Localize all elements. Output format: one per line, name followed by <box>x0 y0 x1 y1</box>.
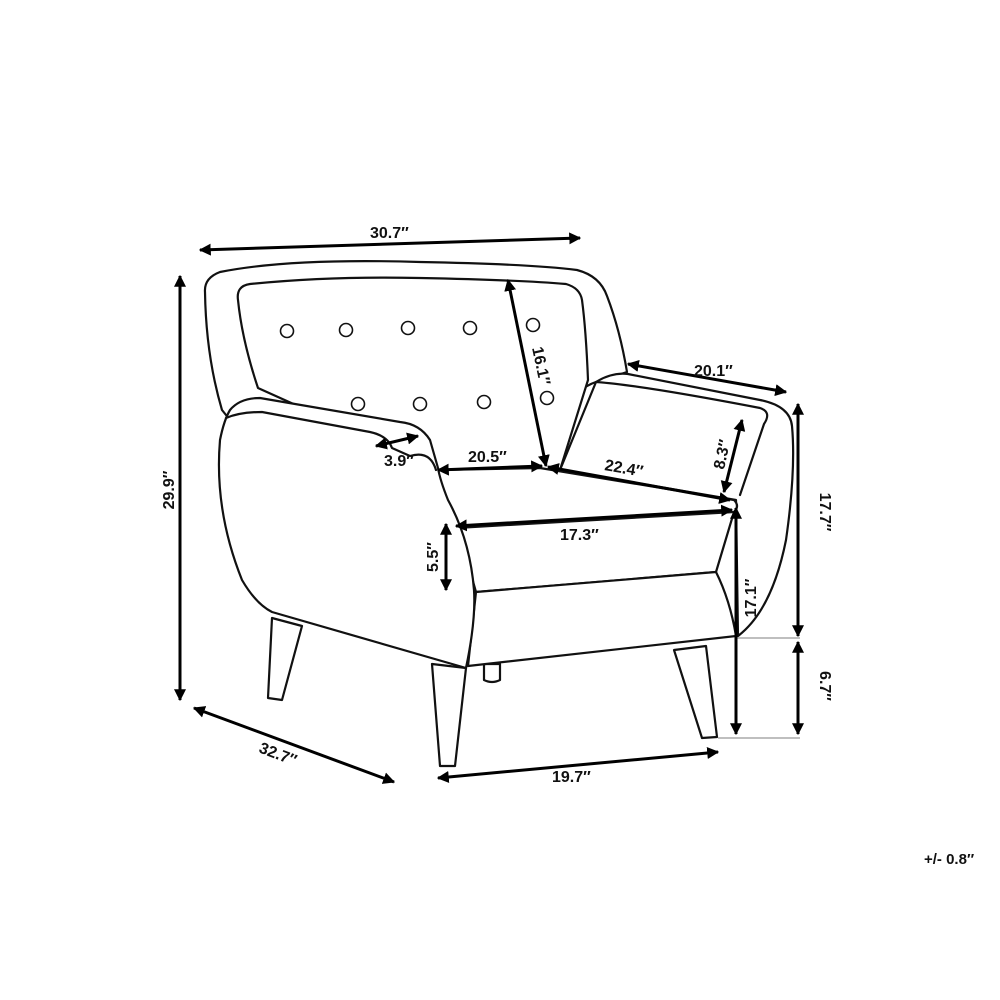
tufting-button <box>338 322 354 338</box>
overall-width-arrow <box>198 232 582 256</box>
seat-height-label: 17.1″ <box>743 578 760 617</box>
armchair-drawing <box>203 260 800 768</box>
arm-width-label: 3.9″ <box>384 453 414 470</box>
right-arm-top <box>594 380 769 497</box>
leg-height-label: 6.7″ <box>816 671 833 701</box>
tufting-button <box>350 396 366 412</box>
tufting-button <box>400 320 416 336</box>
left-arm <box>217 396 476 670</box>
seat-width-back-label: 20.5″ <box>468 449 507 466</box>
seat-width-front-arrow <box>454 504 734 532</box>
back-right-leg <box>482 662 502 684</box>
front-left-leg <box>430 662 468 768</box>
back-height-arrow <box>504 278 550 468</box>
dimension-lines <box>174 232 804 784</box>
seat-width-front-label: 17.3″ <box>560 527 599 544</box>
arm-depth-arrow <box>626 359 788 397</box>
seat-width-back-arrow <box>436 460 544 476</box>
dimension-labels: 30.7″ 29.9″ 32.7″ 20.1″ 16.1″ 3.9″ 20.5″… <box>161 225 974 868</box>
overall-depth-arrow <box>192 706 396 784</box>
overall-height-label: 29.9″ <box>161 470 178 509</box>
tufting-button <box>462 320 478 336</box>
tufting-button <box>539 390 555 406</box>
back-left-leg <box>266 616 304 702</box>
tufting-button <box>279 323 295 339</box>
tufting-button <box>412 396 428 412</box>
tufting-button <box>476 394 492 410</box>
seat-depth-label: 22.4″ <box>603 457 644 481</box>
arm-width-arrow <box>374 432 420 450</box>
arm-height-above-seat-label: 8.3″ <box>711 438 734 471</box>
leg-span-arrow <box>436 747 720 783</box>
tolerance-note: +/- 0.8″ <box>924 851 974 868</box>
tufting-button <box>525 317 541 333</box>
seat-thickness-label: 5.5″ <box>425 542 442 572</box>
backrest-cushion <box>236 276 590 472</box>
seat-depth-arrow <box>546 463 732 504</box>
overall-width-label: 30.7″ <box>370 225 409 242</box>
arm-height-label: 17.7″ <box>816 493 833 532</box>
arm-height-above-seat-arrow <box>720 418 746 494</box>
front-right-leg <box>672 644 719 740</box>
arm-depth-label: 20.1″ <box>694 363 733 380</box>
leg-span-label: 19.7″ <box>552 769 591 786</box>
